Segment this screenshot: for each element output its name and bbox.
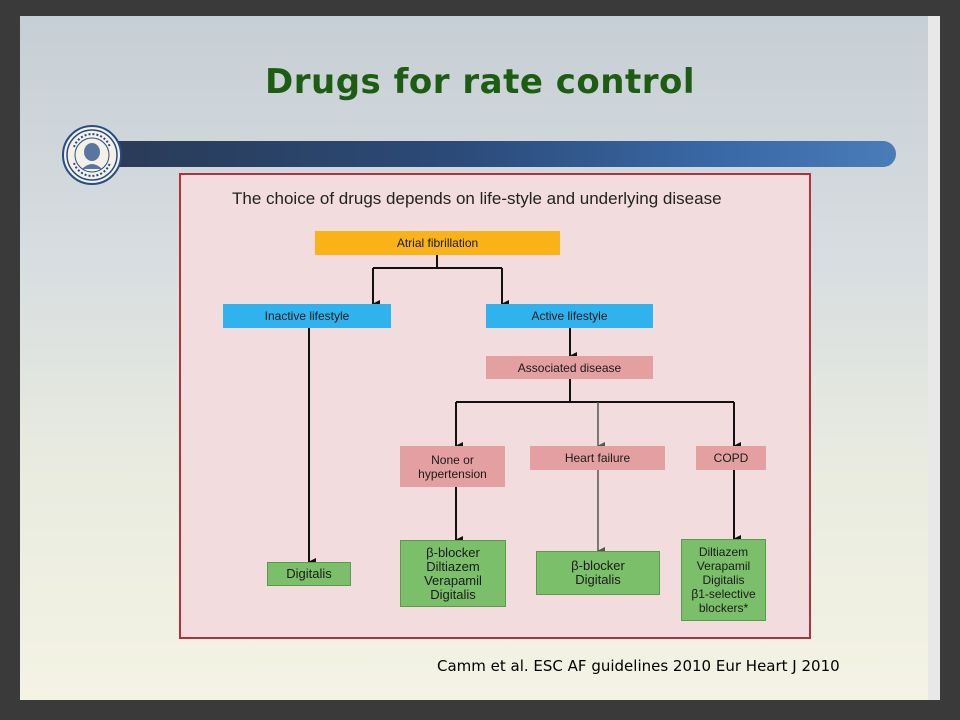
node-drugs-none-hypertension: β-blocker Diltiazem Verapamil Digitalis: [400, 540, 506, 607]
seal-icon: [66, 129, 118, 181]
node-drugs-inactive-digitalis: Digitalis: [267, 562, 351, 586]
node-drugs-copd: Diltiazem Verapamil Digitalis β1-selecti…: [681, 539, 766, 621]
university-seal-logo: [62, 125, 122, 185]
node-drugs-heart-failure: β-blocker Digitalis: [536, 551, 660, 595]
node-none-or-hypertension: None or hypertension: [400, 446, 505, 487]
flowchart-heading: The choice of drugs depends on life-styl…: [232, 189, 722, 208]
node-inactive-lifestyle: Inactive lifestyle: [223, 304, 391, 328]
slide-edge: [928, 16, 940, 700]
node-active-lifestyle: Active lifestyle: [486, 304, 653, 328]
title-underline-bar: [88, 141, 896, 167]
node-atrial-fibrillation: Atrial fibrillation: [315, 231, 560, 255]
node-heart-failure: Heart failure: [530, 446, 665, 470]
node-copd: COPD: [696, 446, 766, 470]
slide-title: Drugs for rate control: [265, 62, 695, 102]
node-associated-disease: Associated disease: [486, 356, 653, 379]
citation-text: Camm et al. ESC AF guidelines 2010 Eur H…: [437, 657, 840, 675]
